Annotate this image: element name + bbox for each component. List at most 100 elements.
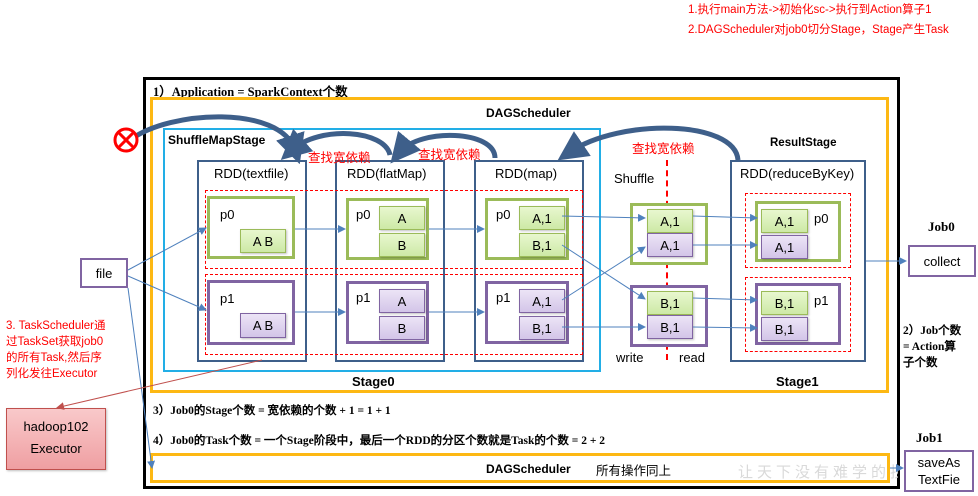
record-cell: B,1 — [519, 233, 565, 257]
partition-textfile-p0: p0 A B — [207, 196, 295, 259]
task-row-stage1-p1 — [745, 277, 851, 352]
partition-label: p1 — [220, 291, 235, 306]
task-row-p1 — [205, 274, 583, 355]
shuffle-label: Shuffle — [614, 171, 655, 186]
job-count-note-line: = Action算 — [903, 341, 956, 353]
action-line: saveAs — [917, 455, 961, 470]
blocked-icon — [113, 127, 139, 153]
wide-dep-curve-1 — [280, 128, 393, 160]
dag-scheduler-label: DAGScheduler — [486, 106, 571, 120]
job-count-note-line: 2）Job个数 — [903, 325, 962, 337]
rdd-flatmap-label: RDD(flatMap) — [347, 166, 427, 181]
partition-label: p1 — [814, 293, 829, 308]
record-cell: A,1 — [519, 206, 565, 230]
dag-scheduler-job1-label: DAGScheduler — [486, 462, 571, 476]
rdd-reducebykey-box — [730, 160, 866, 362]
record-cell: A,1 — [647, 209, 693, 233]
record-cell: A,1 — [647, 233, 693, 257]
wide-dep-label-2: 查找宽依赖 — [418, 148, 481, 162]
rdd-textfile-label: RDD(textfile) — [214, 166, 289, 181]
shuffle-read-label: read — [679, 350, 706, 365]
partition-label: p0 — [356, 207, 371, 222]
arrow-map-shuffle-a1-p1 — [561, 246, 646, 301]
rdd-map-box — [474, 160, 584, 362]
application-label: 1）Application = SparkContext个数 — [153, 85, 348, 99]
executor-box: hadoop102 Executor — [6, 408, 106, 470]
rdd-textfile-box — [197, 160, 307, 362]
record-cell: A,1 — [761, 209, 808, 233]
partition-textfile-p1: p1 A B — [207, 280, 295, 345]
record-cell: A,1 — [761, 235, 808, 259]
wide-dep-curve-2 — [390, 130, 498, 164]
dag-scheduler-box — [150, 97, 889, 393]
partition-reducebykey-p0: A,1 A,1 p0 — [755, 201, 841, 262]
dag-scheduler-job1-desc: 所有操作同上 — [596, 464, 672, 478]
job-count-note-line: 子个数 — [903, 357, 938, 369]
record-cell: B,1 — [761, 291, 808, 315]
record-cell: B,1 — [761, 317, 808, 341]
arrow-shuffle-reduce-2 — [692, 295, 758, 304]
file-to-textfile-p0 — [127, 227, 207, 271]
stage0-label: Stage0 — [352, 374, 395, 389]
record-cell: B — [379, 233, 425, 257]
file-to-textfile-p1 — [127, 275, 207, 311]
rdd-map-label: RDD(map) — [495, 166, 558, 181]
record-cell: A B — [240, 313, 286, 338]
record-cell: B,1 — [647, 291, 693, 315]
wide-dep-label-1: 查找宽依赖 — [308, 151, 371, 165]
partition-label: p0 — [814, 211, 829, 226]
task-scheduler-note-line: 的所有Task,然后序 — [6, 352, 102, 364]
executor-host: hadoop102 — [23, 419, 89, 434]
arrow-shuffle-reduce-0 — [692, 213, 758, 222]
file-to-dag-job1 — [127, 287, 156, 469]
save-as-textfile-action-box: saveAs TextFie — [904, 450, 974, 492]
task-count-note: 4）Job0的Task个数 = 一个Stage阶段中，最后一个RDD的分区个数就… — [153, 435, 606, 447]
partition-label: p1 — [356, 290, 371, 305]
partition-flatmap-p1: p1 A B — [346, 281, 429, 344]
watermark: 让天下没有难学的技术 — [738, 463, 898, 481]
note-step1: 1.执行main方法->初始化sc->执行到Action算子1 — [688, 4, 932, 16]
record-cell: A — [379, 289, 425, 313]
wide-dep-label-3: 查找宽依赖 — [632, 142, 695, 156]
stage1-label: Stage1 — [776, 374, 819, 389]
task-scheduler-note-line: 列化发往Executor — [6, 368, 98, 380]
shuffle-map-stage-box — [163, 128, 601, 372]
record-cell: B — [379, 316, 425, 340]
partition-flatmap-p0: p0 A B — [346, 198, 429, 260]
collect-action-box: collect — [908, 245, 976, 277]
task-scheduler-note-line: 过TaskSet获取job0 — [6, 336, 104, 348]
partition-label: p0 — [220, 207, 235, 222]
arrow-map-shuffle-b1 — [561, 244, 646, 300]
task-scheduler-note-line: 3. TaskScheduler通 — [6, 320, 106, 332]
shuffle-write-label: write — [616, 350, 644, 365]
note-step2: 2.DAGScheduler对job0切分Stage，Stage产生Task — [688, 24, 949, 36]
job0-title: Job0 — [928, 219, 955, 234]
stage-count-note: 3）Job0的Stage个数 = 宽依赖的个数 + 1 = 1 + 1 — [153, 405, 391, 417]
record-cell: A B — [240, 229, 286, 253]
arrow-map-shuffle-a1 — [561, 213, 646, 222]
shuffle-map-stage-label: ShuffleMapStage — [168, 133, 266, 147]
rdd-reducebykey-label: RDD(reduceByKey) — [740, 166, 855, 181]
wide-dep-curve-blocked — [128, 114, 305, 165]
partition-map-p0: p0 A,1 B,1 — [485, 198, 569, 260]
record-cell: A,1 — [519, 289, 565, 313]
task-row-stage1-p0 — [745, 193, 851, 268]
file-input-box: file — [80, 258, 128, 288]
partition-label: p1 — [496, 290, 511, 305]
executor-label: Executor — [30, 441, 82, 456]
record-cell: B,1 — [519, 316, 565, 340]
partition-reducebykey-p1: B,1 B,1 p1 — [755, 283, 841, 345]
job-count-note: 2）Job个数 = Action算 子个数 — [903, 323, 961, 371]
rdd-flatmap-box — [335, 160, 445, 362]
result-stage-label: ResultStage — [770, 137, 837, 149]
wide-dep-curve-3 — [557, 125, 741, 161]
partition-map-p1: p1 A,1 B,1 — [485, 281, 569, 344]
job1-title: Job1 — [916, 430, 943, 445]
partition-label: p0 — [496, 207, 511, 222]
task-scheduler-note: 3. TaskScheduler通 过TaskSet获取job0 的所有Task… — [6, 318, 106, 382]
arrow-shuffle-reduce-3 — [692, 323, 758, 332]
arrow-tasks-to-executor — [56, 359, 263, 410]
action-line: TextFie — [918, 472, 960, 487]
record-cell: A — [379, 206, 425, 230]
